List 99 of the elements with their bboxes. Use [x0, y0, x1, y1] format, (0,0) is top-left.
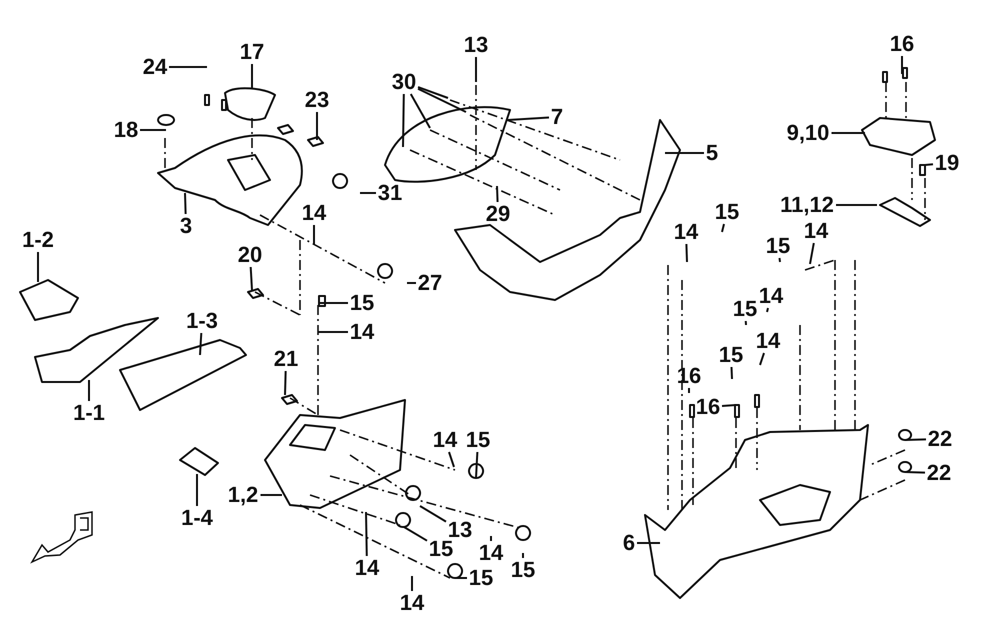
callout-number: 3 [180, 215, 192, 237]
leader-line [637, 542, 660, 544]
leader-line [448, 452, 455, 468]
leader-line [904, 438, 926, 441]
callout-number: 1,2 [228, 484, 258, 506]
leader-line [832, 132, 865, 134]
leader-line [685, 244, 688, 262]
leader-line [403, 526, 428, 542]
callout-number: 15 [718, 344, 744, 366]
leader-line [904, 471, 926, 474]
leader-line [778, 258, 781, 262]
callout-number: 1-2 [22, 229, 54, 251]
callout-number: 14 [354, 557, 380, 579]
leader-line [419, 505, 447, 522]
leader-line [496, 186, 499, 202]
leader-line [407, 282, 416, 284]
leader-line [722, 404, 736, 407]
callout-number: 23 [304, 89, 330, 111]
leader-line [402, 94, 405, 148]
leader-line [665, 152, 704, 154]
callout-number: 22 [928, 428, 952, 450]
callout-number: 15 [468, 567, 494, 589]
leader-line [759, 352, 765, 366]
callout-number: 13 [464, 34, 488, 56]
callout-number: 31 [378, 182, 402, 204]
callout-number: 17 [240, 41, 264, 63]
leader-line [506, 116, 550, 121]
callout-number: 9,10 [786, 122, 830, 144]
leader-line [490, 536, 492, 541]
callout-number: 7 [550, 106, 564, 128]
callout-number: 19 [934, 152, 960, 174]
callout-number: 6 [622, 532, 636, 554]
callout-number: 1-1 [73, 402, 105, 424]
leader-line [251, 64, 253, 88]
leader-line [360, 192, 376, 194]
leader-line [313, 225, 315, 244]
callout-number: 15 [714, 201, 740, 223]
leader-line [37, 252, 39, 282]
callout-number: 30 [392, 71, 416, 93]
leader-line [475, 452, 478, 478]
callout-number: 14 [350, 321, 374, 343]
callout-number: 11,12 [780, 194, 834, 216]
callout-number: 14 [400, 592, 424, 614]
leader-line [455, 577, 467, 579]
callout-number: 20 [238, 244, 262, 266]
leader-line [184, 192, 187, 214]
callout-number: 14 [302, 202, 326, 224]
leader-line [250, 266, 253, 290]
leader-line [901, 56, 903, 74]
callout-number: 15 [428, 538, 454, 560]
callout-number: 22 [926, 462, 952, 484]
leader-line [836, 204, 877, 206]
callout-number: 16 [676, 365, 702, 387]
callout-number: 18 [114, 119, 138, 141]
leader-line [284, 370, 287, 396]
leader-line [365, 512, 368, 556]
callout-number: 15 [350, 292, 374, 314]
leader-line [260, 494, 282, 496]
callout-number: 13 [448, 519, 472, 541]
callout-number: 16 [696, 396, 720, 418]
leader-line [199, 332, 202, 356]
leader-line [809, 242, 815, 264]
leader-line [88, 380, 90, 401]
leader-line [169, 66, 207, 68]
callout-number: 14 [804, 220, 828, 242]
callout-number: 5 [706, 142, 718, 164]
leader-line [410, 94, 431, 128]
leader-line [522, 553, 524, 558]
leader-line [411, 576, 413, 591]
leader-line [196, 474, 198, 506]
callout-number: 14 [756, 330, 780, 352]
callout-number: 1-4 [181, 507, 213, 529]
callout-number: 27 [418, 272, 442, 294]
callout-number: 14 [432, 429, 458, 451]
leader-line [766, 308, 769, 312]
leader-line [688, 388, 690, 393]
callout-number: 14 [478, 542, 504, 564]
leader-line [318, 331, 348, 333]
leader-line [418, 86, 448, 99]
leader-line [320, 302, 348, 304]
leader-line [316, 112, 318, 140]
leader-line [721, 224, 725, 232]
callout-number: 21 [274, 348, 298, 370]
callout-number: 15 [466, 429, 490, 451]
leader-line [140, 129, 166, 131]
callout-number: 15 [732, 298, 758, 320]
leader-line [744, 320, 747, 326]
callout-number: 15 [766, 235, 790, 257]
callout-number: 14 [674, 221, 698, 243]
callout-number: 1-3 [186, 310, 218, 332]
leader-line [924, 163, 934, 166]
leader-line [418, 88, 466, 113]
callout-number: 14 [758, 285, 784, 307]
callout-number: 16 [890, 33, 914, 55]
callout-number: 29 [486, 203, 510, 225]
callout-number: 24 [142, 56, 168, 78]
leader-line [730, 366, 733, 380]
callout-number: 15 [510, 559, 536, 581]
leader-line [475, 57, 477, 82]
